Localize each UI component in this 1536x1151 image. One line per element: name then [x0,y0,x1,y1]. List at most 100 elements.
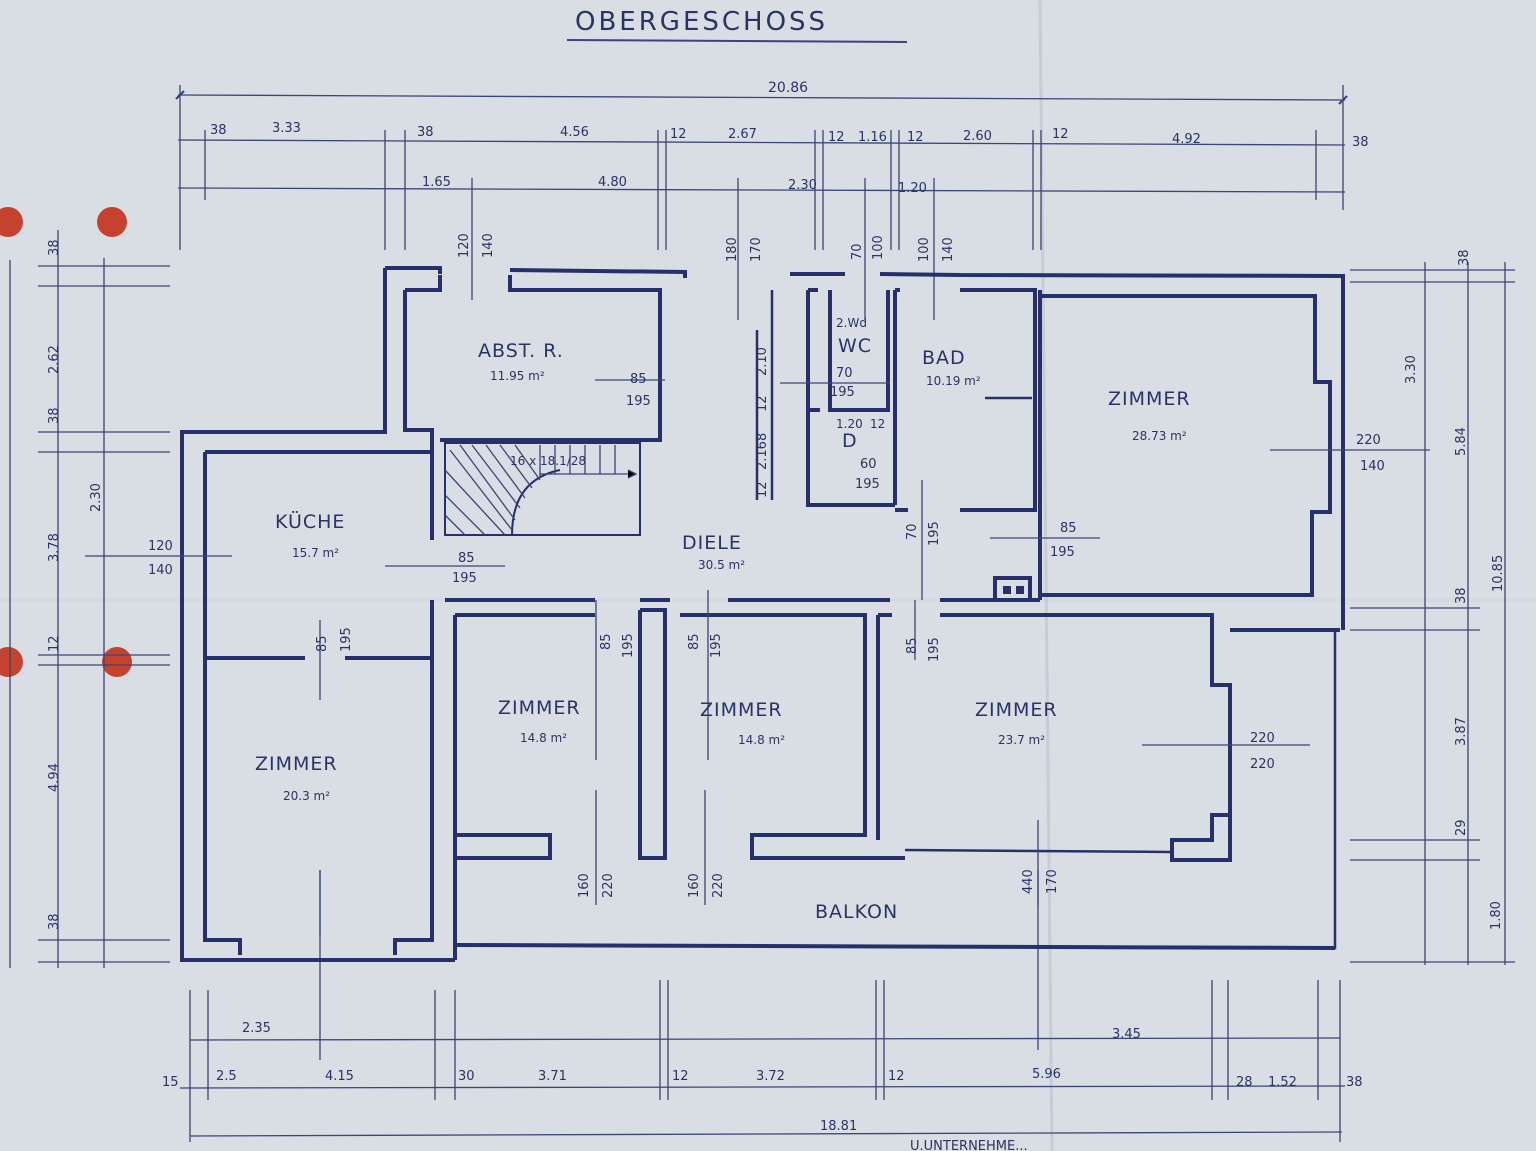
svg-text:85: 85 [458,551,475,566]
svg-text:220: 220 [1250,731,1275,746]
room-area-abstell: 11.95 m² [490,369,545,383]
svg-text:2.168: 2.168 [755,433,770,470]
svg-text:12: 12 [907,130,924,145]
svg-text:140: 140 [941,237,956,262]
svg-text:12: 12 [47,635,62,652]
hole-punch [0,647,23,677]
paper-fold-line [1038,0,1054,1151]
svg-text:28: 28 [1236,1075,1253,1090]
svg-text:15: 15 [162,1075,179,1090]
room-name-zimmer-se: ZIMMER [975,699,1058,721]
svg-text:100: 100 [871,235,886,260]
room-area-diele: 30.5 m² [698,558,745,572]
svg-text:100: 100 [917,237,932,262]
svg-text:38: 38 [1454,587,1469,604]
svg-text:4.94: 4.94 [47,763,62,792]
room-name-bad: BAD [922,347,966,369]
dim-bottom-row: 15 2.5 4.15 30 3.71 12 3.72 12 5.96 28 1… [162,1021,1363,1134]
svg-text:3.45: 3.45 [1112,1027,1141,1042]
svg-text:2.30: 2.30 [89,483,104,512]
svg-text:170: 170 [749,237,764,262]
svg-text:195: 195 [927,521,942,546]
svg-text:29: 29 [1454,819,1469,836]
balcony-edge [454,630,1337,950]
svg-text:170: 170 [1045,869,1060,894]
svg-text:3.33: 3.33 [272,121,301,136]
svg-text:12: 12 [870,417,885,431]
right-dimensions [1350,262,1515,965]
svg-text:85: 85 [1060,521,1077,536]
room-name-zimmer-ne: ZIMMER [1108,388,1191,410]
room-name-zimmer-sw: ZIMMER [255,753,338,775]
svg-text:2.5: 2.5 [216,1069,237,1084]
svg-text:70: 70 [905,523,920,540]
room-area-zimmer-sw: 20.3 m² [283,789,330,803]
svg-text:70: 70 [836,366,853,381]
svg-text:2.35: 2.35 [242,1021,271,1036]
opening-dimensions: 120 140 85 195 180 170 12 2.10 2.168 12 … [148,233,1385,898]
svg-text:12: 12 [755,481,770,498]
svg-text:12: 12 [755,395,770,412]
svg-text:3.72: 3.72 [756,1069,785,1084]
dim-top-total: 20.86 [768,80,808,96]
svg-text:12: 12 [670,127,687,142]
svg-text:220: 220 [711,873,726,898]
room-area-kueche: 15.7 m² [292,546,339,560]
title-underline [566,39,908,43]
svg-text:4.56: 4.56 [560,125,589,140]
svg-text:38: 38 [47,407,62,424]
svg-text:38: 38 [210,123,227,138]
room-name-diele: DIELE [682,532,742,554]
room-area-zimmer-s2: 14.8 m² [738,733,785,747]
dim-top-row: 38 3.33 38 4.56 12 2.67 12 1.16 12 2.60 … [210,121,1369,150]
plan-title: OBERGESCHOSS [575,7,828,37]
room-name-wc: WC [838,335,872,357]
svg-text:220: 220 [601,873,616,898]
svg-text:195: 195 [709,633,724,658]
svg-text:12: 12 [672,1069,689,1084]
svg-text:220: 220 [1356,433,1381,448]
room-name-dusche: D [842,430,858,452]
svg-text:140: 140 [1360,459,1385,474]
svg-text:1.52: 1.52 [1268,1075,1297,1090]
svg-text:2.10: 2.10 [755,347,770,376]
room-area-zimmer-se: 23.7 m² [998,733,1045,747]
left-dimensions [9,230,170,968]
svg-text:38: 38 [47,239,62,256]
svg-text:38: 38 [1352,135,1369,150]
svg-text:1.80: 1.80 [1489,901,1504,930]
stamp-text: U.UNTERNEHME... [910,1139,1028,1151]
svg-text:195: 195 [1050,545,1075,560]
svg-text:120: 120 [457,233,472,258]
svg-text:220: 220 [1250,757,1275,772]
dim-top-row2: 1.65 4.80 2.30 1.20 [422,175,927,196]
svg-text:120: 120 [148,539,173,554]
svg-text:85: 85 [687,633,702,650]
svg-text:60: 60 [860,457,877,472]
svg-text:1.16: 1.16 [858,130,887,145]
svg-text:195: 195 [855,477,880,492]
svg-text:2.62: 2.62 [47,345,62,374]
svg-text:70: 70 [850,243,865,260]
svg-text:140: 140 [481,233,496,258]
room-area-bad: 10.19 m² [926,374,981,388]
svg-text:195: 195 [830,385,855,400]
room-area-zimmer-ne: 28.73 m² [1132,429,1187,443]
svg-text:85: 85 [905,637,920,654]
svg-text:1.20: 1.20 [836,417,863,431]
hole-punch [97,207,127,237]
dim-right-col: 38 3.30 5.84 38 3.87 29 1.80 10.85 [1404,249,1506,930]
room-name-kueche: KÜCHE [275,510,345,533]
svg-text:3.87: 3.87 [1454,717,1469,746]
svg-text:38: 38 [417,125,434,140]
svg-text:160: 160 [577,873,592,898]
svg-text:2.30: 2.30 [788,178,817,193]
room-label-wc: 2.Wd [836,316,867,330]
svg-text:195: 195 [621,633,636,658]
room-name-zimmer-s1: ZIMMER [498,697,581,719]
svg-text:38: 38 [47,913,62,930]
chimney-flue [1016,586,1024,594]
dim-left-col: 38 2.62 38 3.78 12 4.94 38 2.30 [47,239,104,930]
room-name-abstell: ABST. R. [478,340,564,362]
